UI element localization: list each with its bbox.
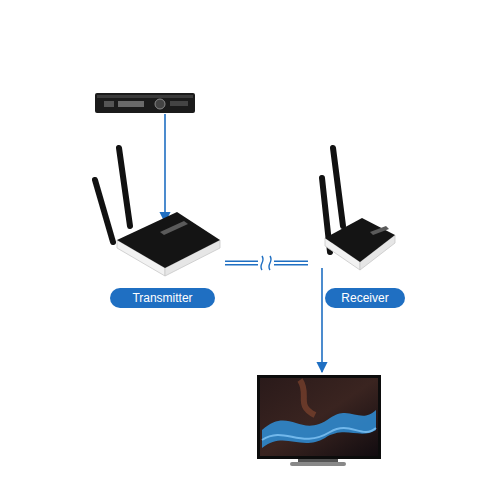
source-device <box>95 93 195 113</box>
device-label: Receiver <box>325 288 405 308</box>
signal-arrow <box>321 268 323 372</box>
device-node: Receiver <box>308 140 413 312</box>
wireless-link-gap <box>225 262 308 264</box>
television <box>257 375 381 466</box>
transmitter-device <box>95 148 220 276</box>
receiver-device <box>322 148 395 270</box>
wireless-link <box>225 261 308 266</box>
signal-arrow <box>164 114 166 222</box>
device-label: Transmitter <box>110 288 215 308</box>
device-node: Transmitter <box>85 140 225 312</box>
wireless-break <box>258 256 274 270</box>
